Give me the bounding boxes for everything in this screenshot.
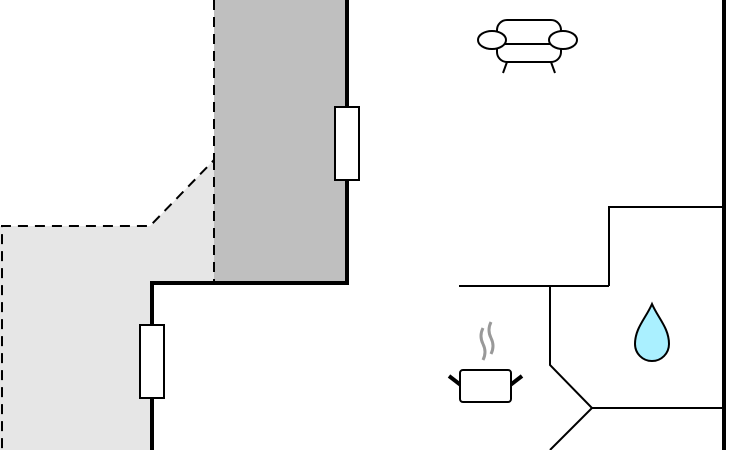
window-upper — [334, 106, 360, 181]
water-drop-icon — [633, 301, 671, 362]
window-lower — [139, 324, 165, 399]
bathroom-wall-upper — [608, 206, 724, 286]
terrace-boundary-dashed — [1, 0, 215, 450]
cooking-pot-icon — [447, 321, 524, 403]
open-terrace-area — [0, 160, 214, 450]
covered-terrace-area — [214, 0, 347, 282]
bathroom-wall-left — [549, 286, 594, 450]
sofa-icon — [477, 19, 578, 74]
